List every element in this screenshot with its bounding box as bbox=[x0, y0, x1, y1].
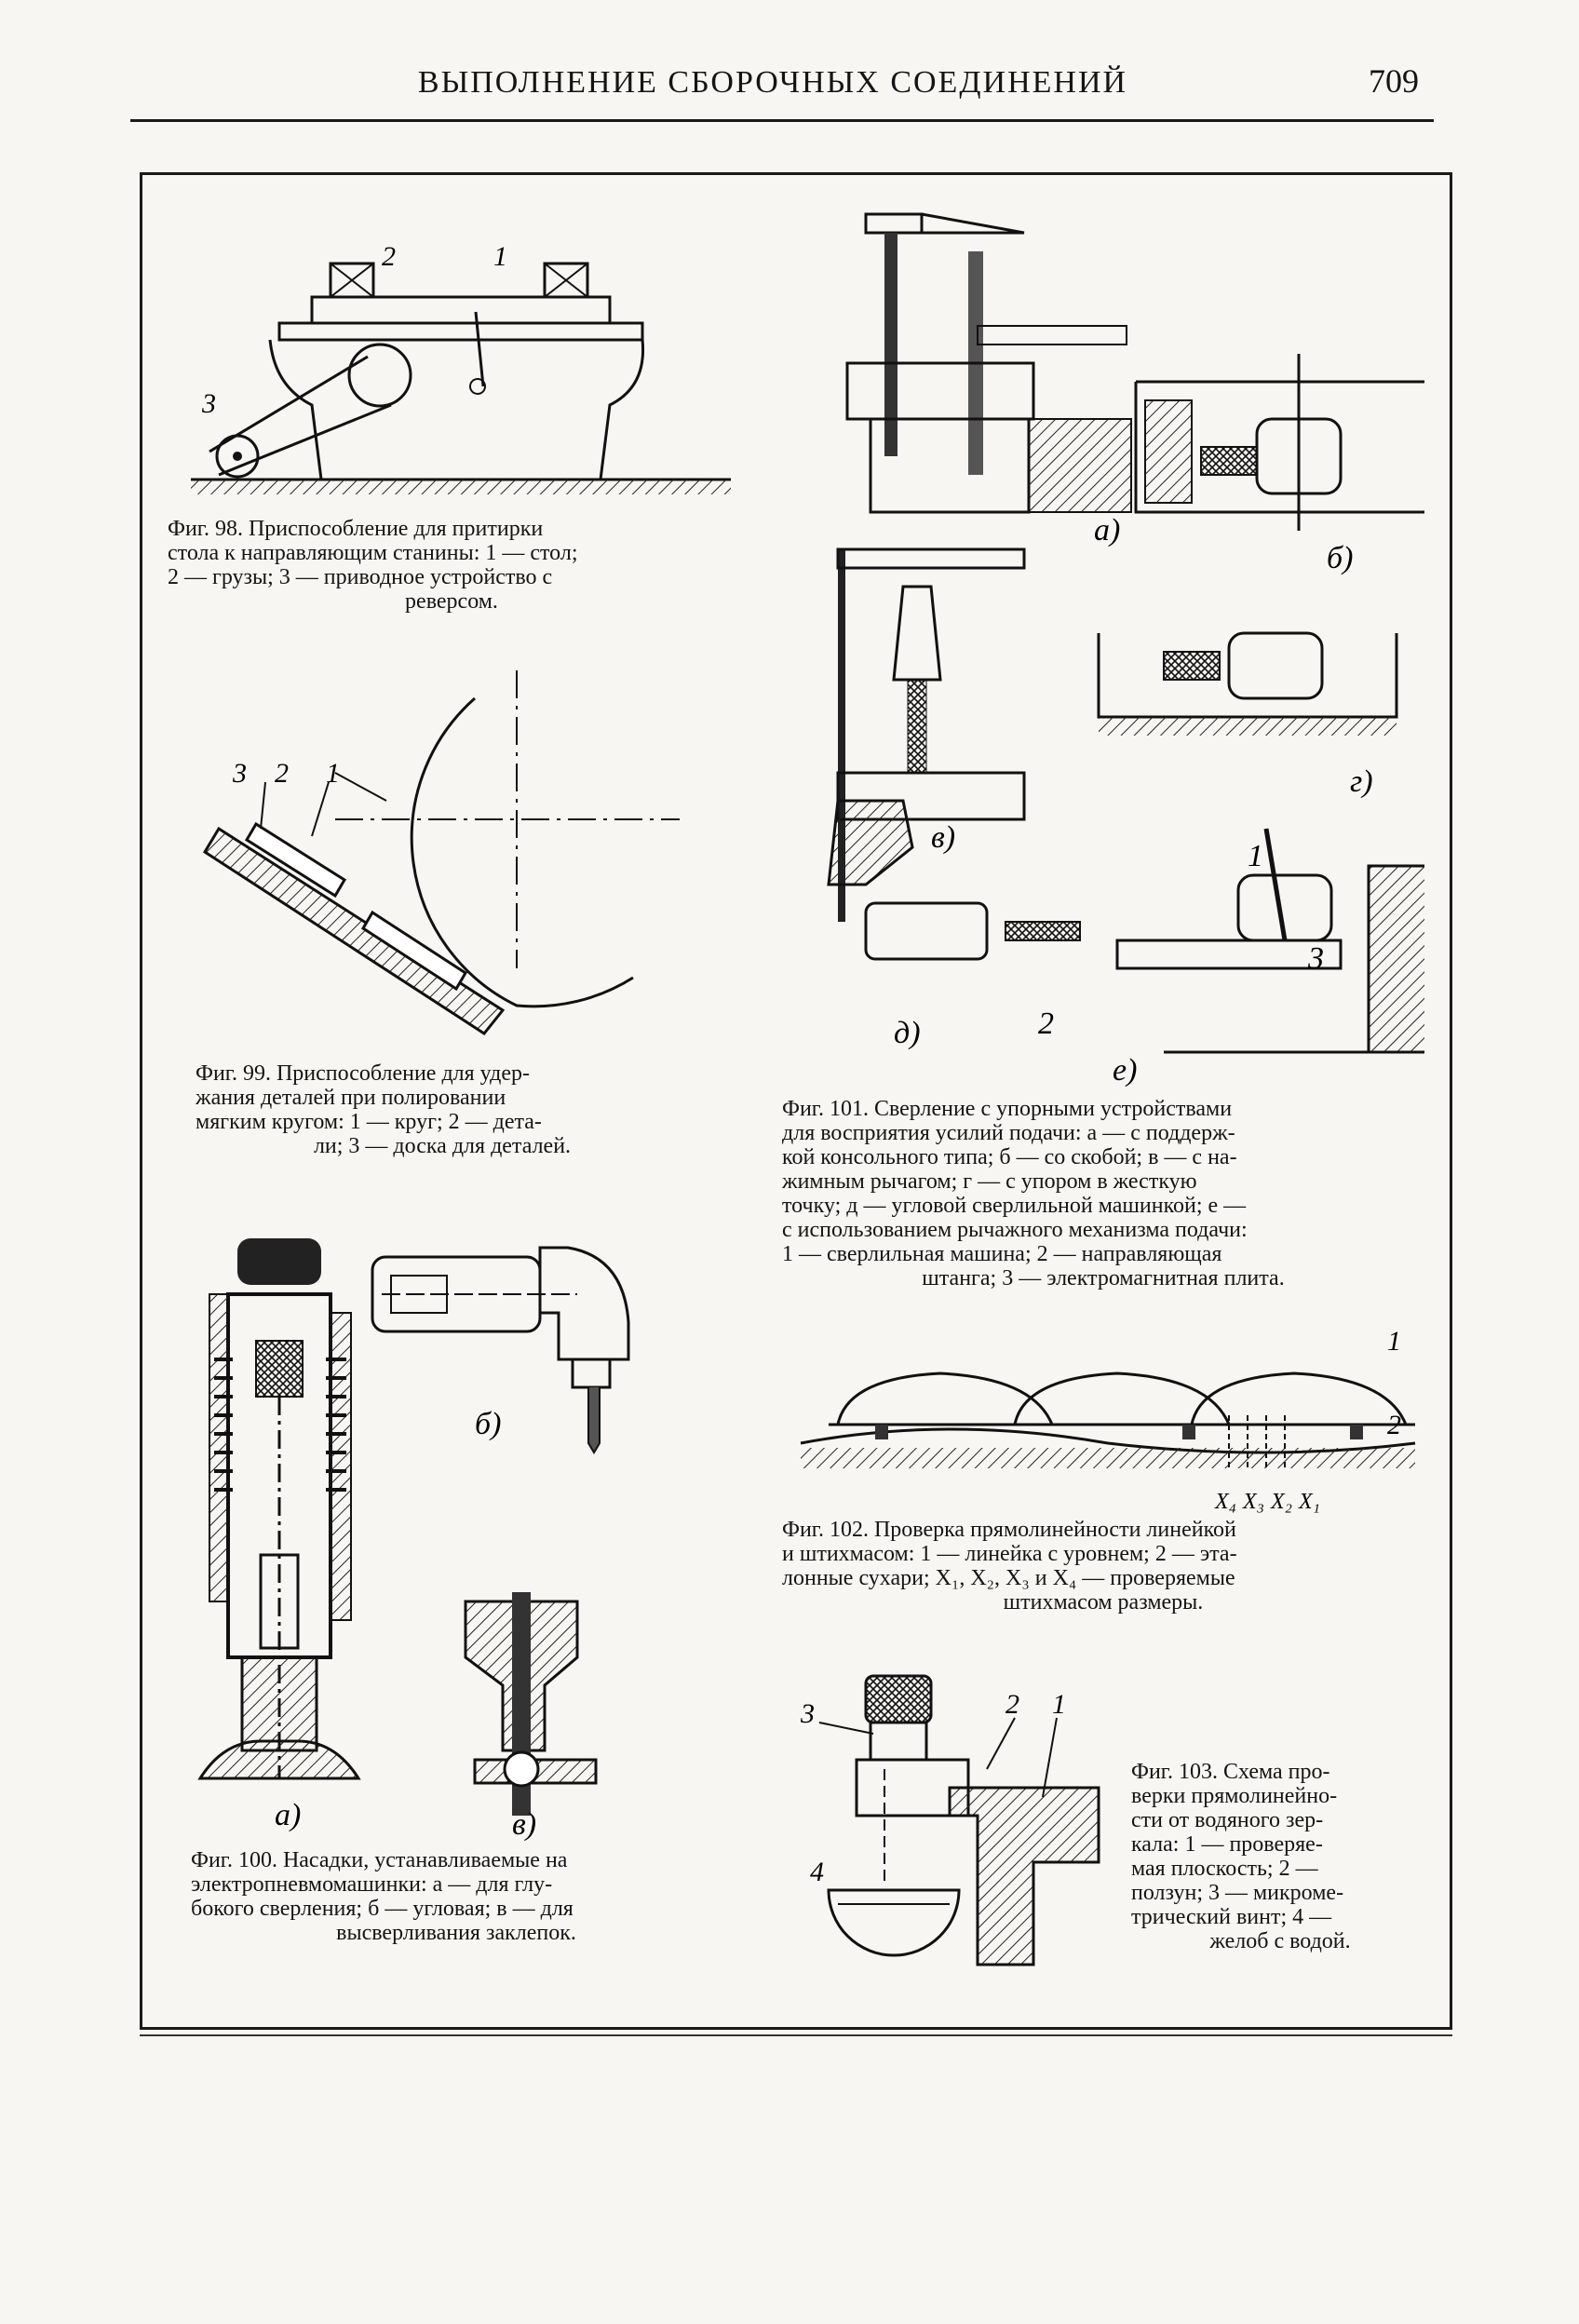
fig101-label-d: д) bbox=[894, 1016, 921, 1050]
fig100-caption-line: электропневмомашинки: а — для глу- bbox=[191, 1872, 553, 1897]
fig99-label-3: 3 bbox=[232, 758, 247, 789]
fig101-caption-line: штанга; 3 — электромагнитная плита. bbox=[922, 1266, 1285, 1290]
fig101-label-a: а) bbox=[1094, 513, 1120, 547]
fig101-caption-line: кой консольного типа; б — со скобой; в —… bbox=[782, 1145, 1237, 1169]
fig101-caption-line: с использованием рычажного механизма под… bbox=[782, 1218, 1248, 1242]
fig100-caption-line: высверливания заклепок. bbox=[336, 1921, 576, 1945]
fig99-caption-line: жания деталей при полировании bbox=[196, 1086, 506, 1110]
fig101-caption-line: жимным рычагом; г — с упором в жесткую bbox=[782, 1169, 1197, 1194]
fig103-drawing: 3 2 1 4 bbox=[800, 1674, 1100, 1966]
fig102-label-x1: X₁ bbox=[1298, 1490, 1320, 1514]
fig103-caption-line: ползун; 3 — микроме- bbox=[1131, 1881, 1344, 1905]
fig98-label-1: 1 bbox=[493, 247, 507, 272]
fig98-drawing: 2 1 3 bbox=[191, 247, 731, 494]
fig98-caption-line: Фиг. 98. Приспособление для притирки bbox=[168, 517, 544, 541]
fig102-label-x3: X₃ bbox=[1242, 1490, 1264, 1514]
fig99-label-2: 2 bbox=[275, 758, 289, 789]
fig103-label-1: 1 bbox=[1052, 1689, 1066, 1720]
fig101-label-2: 2 bbox=[1038, 1007, 1054, 1041]
fig98-label-2: 2 bbox=[382, 247, 396, 272]
running-title: ВЫПОЛНЕНИЕ СБОРОЧНЫХ СОЕДИНЕНИЙ bbox=[417, 65, 1128, 100]
fig102-caption-line: Фиг. 102. Проверка прямолинейности линей… bbox=[782, 1518, 1236, 1542]
fig98-caption-line: 2 — грузы; 3 — приводное устройство с bbox=[168, 565, 553, 589]
fig100-caption-line: бокого сверления; б — угловая; в — для bbox=[191, 1897, 574, 1921]
fig99-caption-line: Фиг. 99. Приспособление для удер- bbox=[196, 1061, 531, 1086]
fig103-caption-line: верки прямолинейно- bbox=[1131, 1784, 1338, 1808]
fig103-label-4: 4 bbox=[810, 1857, 824, 1887]
fig100-label-a: а) bbox=[275, 1798, 301, 1832]
fig99-caption: Фиг. 99. Приспособление для удер- жания … bbox=[196, 1061, 689, 1158]
fig101-label-b: б) bbox=[1327, 541, 1353, 575]
fig100-drawing: а) б) в) bbox=[197, 1238, 630, 1842]
fig103-caption-line: Фиг. 103. Схема про- bbox=[1131, 1760, 1330, 1784]
fig101-label-e: е) bbox=[1113, 1053, 1137, 1088]
fig103-caption-line: кала: 1 — проверяе- bbox=[1131, 1832, 1323, 1857]
fig103-caption-line: трический винт; 4 — bbox=[1131, 1905, 1332, 1929]
fig103-caption: Фиг. 103. Схема про- верки прямолинейно-… bbox=[1131, 1760, 1429, 1953]
fig101-label-v: в) bbox=[931, 820, 955, 855]
fig102-caption-line: лонные сухари; X₁, X₂, X₃ и X₄ — проверя… bbox=[782, 1566, 1235, 1590]
fig101-caption-line: 1 — сверлильная машина; 2 — направляющая bbox=[782, 1242, 1222, 1266]
fig98-caption: Фиг. 98. Приспособление для притирки сто… bbox=[168, 517, 736, 614]
fig102-label-1: 1 bbox=[1387, 1326, 1401, 1357]
fig102-label-x4: X₄ bbox=[1214, 1490, 1236, 1514]
fig101-caption-line: точку; д — угловой сверлильной машинкой;… bbox=[782, 1194, 1247, 1218]
fig103-label-2: 2 bbox=[1005, 1689, 1019, 1720]
fig102-caption-line: штихмасом размеры. bbox=[1003, 1590, 1204, 1615]
fig103-caption-line: мая плоскость; 2 — bbox=[1131, 1857, 1318, 1881]
fig101-label-3: 3 bbox=[1307, 941, 1324, 976]
fig102-caption: Фиг. 102. Проверка прямолинейности линей… bbox=[782, 1518, 1424, 1615]
fig101-caption: Фиг. 101. Сверление с упорными устройств… bbox=[782, 1097, 1424, 1290]
fig102-label-x2: X₂ bbox=[1270, 1490, 1292, 1514]
fig102-drawing: 1 2 X₄ X₃ X₂ X₁ bbox=[800, 1326, 1416, 1514]
bottom-rule bbox=[140, 2034, 1452, 2036]
figure-frame bbox=[140, 172, 1452, 2030]
fig99-label-1: 1 bbox=[326, 758, 340, 789]
fig103-label-3: 3 bbox=[800, 1698, 815, 1729]
header-rule bbox=[130, 119, 1434, 122]
fig102-caption-line: и штихмасом: 1 — линейка с уровнем; 2 — … bbox=[782, 1542, 1237, 1566]
fig99-caption-line: мягким кругом: 1 — круг; 2 — дета- bbox=[196, 1110, 542, 1134]
fig99-caption-line: ли; 3 — доска для деталей. bbox=[313, 1134, 572, 1158]
page-number: 709 bbox=[1369, 62, 1419, 100]
fig101-label-1: 1 bbox=[1248, 839, 1263, 873]
fig100-label-b: б) bbox=[475, 1407, 501, 1441]
fig98-caption-line: реверсом. bbox=[405, 589, 498, 614]
fig100-label-v: в) bbox=[512, 1807, 536, 1842]
fig100-caption: Фиг. 100. Насадки, устанавливаемые на эл… bbox=[191, 1848, 722, 1945]
fig98-caption-line: стола к направляющим станины: 1 — стол; bbox=[168, 541, 578, 565]
fig102-label-2: 2 bbox=[1387, 1410, 1401, 1440]
fig100-caption-line: Фиг. 100. Насадки, устанавливаемые на bbox=[191, 1848, 568, 1872]
fig103-caption-line: желоб с водой. bbox=[1209, 1929, 1351, 1953]
fig101-caption-line: Фиг. 101. Сверление с упорными устройств… bbox=[782, 1097, 1233, 1121]
fig101-label-g: г) bbox=[1350, 764, 1373, 799]
fig98-label-3: 3 bbox=[201, 388, 216, 419]
fig101-drawing: а) б) в) г) д) е) 1 2 3 bbox=[827, 212, 1424, 1088]
fig99-drawing: 3 2 1 bbox=[202, 670, 680, 1035]
fig101-caption-line: для восприятия усилий подачи: а — с подд… bbox=[782, 1121, 1235, 1145]
fig103-caption-line: сти от водяного зер- bbox=[1131, 1808, 1324, 1832]
